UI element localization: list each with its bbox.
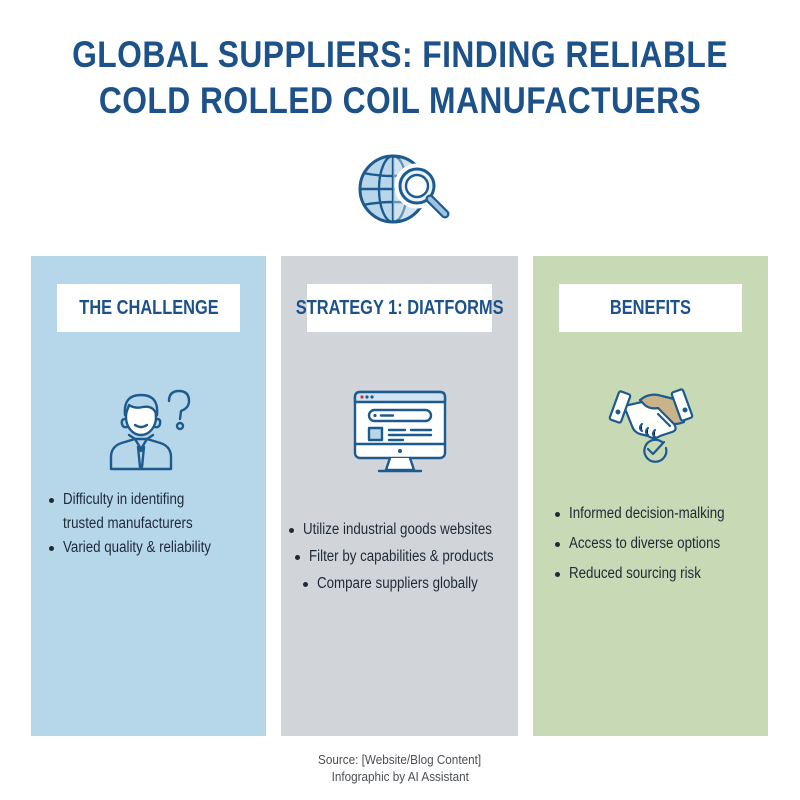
bullet-item: Access to diverse options [553, 532, 750, 556]
computer-monitor-icon [353, 390, 447, 473]
panel-header: BENEFITS [559, 284, 742, 332]
panel-header: STRATEGY 1: DIATFORMS [296, 284, 503, 332]
bullet-list: Utilize industrial goods websites Filter… [287, 518, 524, 599]
panel-challenge: THE CHALLENGE Difficulty in identifing t… [31, 256, 266, 736]
panel-header: THE CHALLENGE [57, 284, 240, 332]
panel-heading: STRATEGY 1: DIATFORMS [295, 296, 504, 319]
bullet-item: Compare suppliers globally [301, 572, 524, 596]
handshake-check-icon [608, 388, 694, 463]
bullet-item: Reduced sourcing risk [553, 562, 750, 586]
bullet-list: Difficulty in identifing trusted manufac… [47, 488, 243, 560]
source-text: Source: [Website/Blog Content] [318, 752, 482, 767]
title-line-1: GLOBAL SUPPLIERS: FINDING RELIABLE [72, 34, 728, 75]
globe-magnifier-icon [358, 154, 450, 224]
panel-benefits: BENEFITS Informed decision-malking Acces… [533, 256, 768, 736]
panel-strategy: STRATEGY 1: DIATFORMS Utilize industrial… [281, 256, 518, 736]
confused-person-icon [109, 389, 191, 471]
page-title: GLOBAL SUPPLIERS: FINDING RELIABLE COLD … [56, 32, 744, 124]
title-line-2: COLD ROLLED COIL MANUFACTUERS [98, 80, 702, 121]
bullet-item: Informed decision-malking [553, 502, 750, 526]
bullet-item: Varied quality & reliability [47, 536, 243, 560]
footer: Source: [Website/Blog Content] Infograph… [0, 751, 800, 785]
bullet-list: Informed decision-malking Access to dive… [553, 502, 750, 592]
bullet-item: Utilize industrial goods websites [287, 518, 524, 542]
panel-heading: THE CHALLENGE [78, 296, 219, 319]
credit-text: Infographic by AI Assistant [331, 769, 469, 784]
panel-heading: BENEFITS [609, 296, 692, 319]
bullet-item: Difficulty in identifing trusted manufac… [47, 488, 243, 536]
bullet-item: Filter by capabilities & products [293, 545, 524, 569]
